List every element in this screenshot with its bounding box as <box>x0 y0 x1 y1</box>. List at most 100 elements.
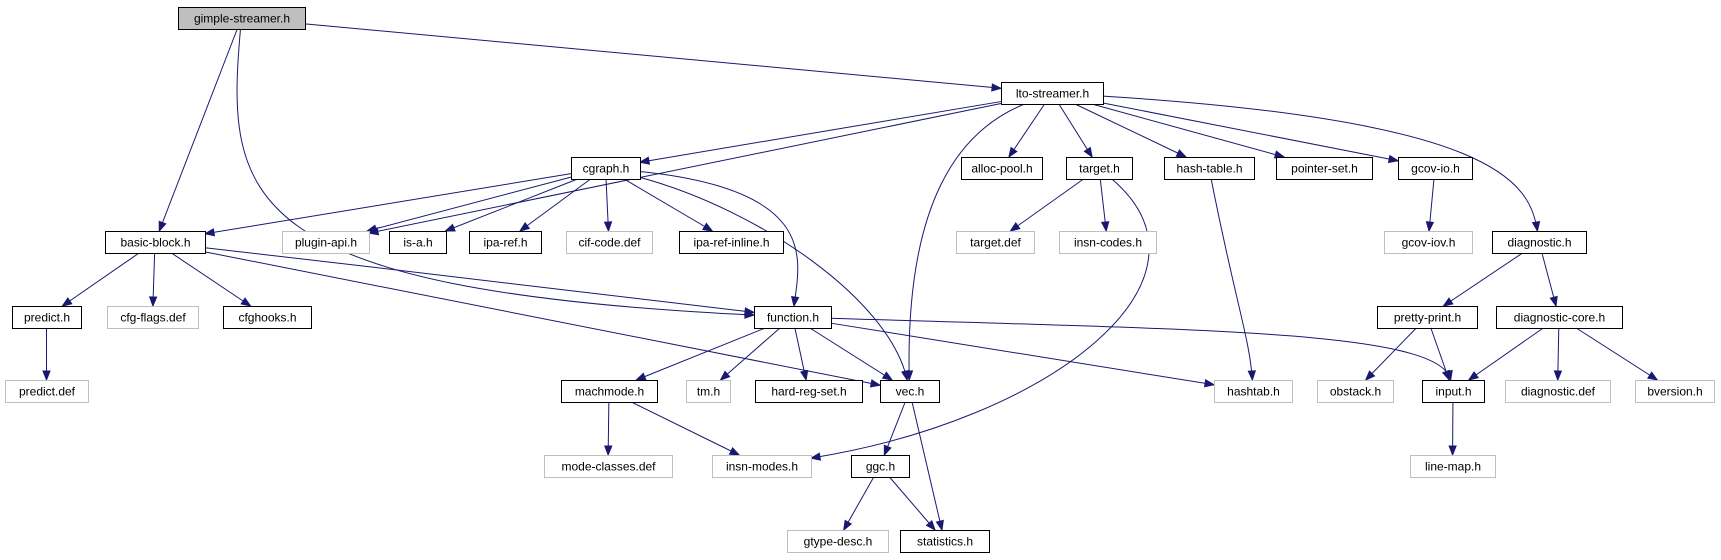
arrowhead-icon <box>1008 146 1018 159</box>
node-ipa-ref[interactable]: ipa-ref.h <box>469 231 542 254</box>
node-box[interactable] <box>561 380 658 403</box>
node-box[interactable] <box>5 380 89 403</box>
node-insn-modes[interactable]: insn-modes.h <box>712 455 812 478</box>
node-box[interactable] <box>566 231 653 254</box>
node-box[interactable] <box>880 380 940 403</box>
node-box[interactable] <box>1492 231 1587 254</box>
node-box[interactable] <box>1505 380 1611 403</box>
edge-line <box>1102 102 1399 162</box>
arrowhead-icon <box>1553 370 1563 382</box>
node-box[interactable] <box>282 231 370 254</box>
node-pretty-print[interactable]: pretty-print.h <box>1377 306 1478 329</box>
node-alloc-pool[interactable]: alloc-pool.h <box>961 157 1043 180</box>
node-gcov-io[interactable]: gcov-io.h <box>1398 157 1473 180</box>
node-lto-streamer[interactable]: lto-streamer.h <box>1001 82 1104 105</box>
arrowhead-icon <box>1448 445 1457 457</box>
node-box[interactable] <box>1422 380 1485 403</box>
node-box[interactable] <box>1496 306 1623 329</box>
node-diagnostic[interactable]: diagnostic.h <box>1492 231 1587 254</box>
node-basic-block[interactable]: basic-block.h <box>105 231 206 254</box>
node-label: insn-codes.h <box>1074 236 1142 250</box>
node-diagnostic-core[interactable]: diagnostic-core.h <box>1496 306 1623 329</box>
node-box[interactable] <box>755 380 863 403</box>
node-machmode[interactable]: machmode.h <box>561 380 658 403</box>
node-pointer-set[interactable]: pointer-set.h <box>1276 157 1373 180</box>
node-box[interactable] <box>851 455 910 478</box>
node-box[interactable] <box>107 306 199 329</box>
node-line-map[interactable]: line-map.h <box>1410 455 1496 478</box>
node-cif-code[interactable]: cif-code.def <box>566 231 653 254</box>
node-cgraph[interactable]: cgraph.h <box>571 157 641 180</box>
node-box[interactable] <box>961 157 1043 180</box>
node-box[interactable] <box>686 380 731 403</box>
node-ipa-ref-inline[interactable]: ipa-ref-inline.h <box>679 231 784 254</box>
node-box[interactable] <box>1384 231 1473 254</box>
node-target-def[interactable]: target.def <box>956 231 1035 254</box>
node-hard-reg-set[interactable]: hard-reg-set.h <box>755 380 863 403</box>
node-plugin-api[interactable]: plugin-api.h <box>282 231 370 254</box>
node-box[interactable] <box>1276 157 1373 180</box>
node-tm[interactable]: tm.h <box>686 380 731 403</box>
node-input[interactable]: input.h <box>1422 380 1485 403</box>
node-box[interactable] <box>469 231 542 254</box>
arrowhead-icon <box>1442 297 1454 307</box>
node-label: gimple-streamer.h <box>194 12 290 26</box>
node-box[interactable] <box>900 530 990 553</box>
node-box[interactable] <box>223 306 312 329</box>
node-gimple-streamer[interactable]: gimple-streamer.h <box>178 7 306 30</box>
edge-function-to-machmode <box>634 327 766 381</box>
node-box[interactable] <box>754 306 832 329</box>
node-box[interactable] <box>1377 306 1478 329</box>
node-gtype-desc[interactable]: gtype-desc.h <box>787 530 889 553</box>
edge-function-to-tm <box>719 327 781 381</box>
edge-diagnostic-to-diagnostic-core <box>1541 252 1558 308</box>
node-predict[interactable]: predict.h <box>12 306 82 329</box>
node-box[interactable] <box>787 530 889 553</box>
node-cfg-flags[interactable]: cfg-flags.def <box>107 306 199 329</box>
node-insn-codes[interactable]: insn-codes.h <box>1059 231 1157 254</box>
edge-diagnostic-to-pretty-print <box>1442 252 1523 307</box>
node-box[interactable] <box>1410 455 1496 478</box>
node-box[interactable] <box>105 231 206 254</box>
node-box[interactable] <box>1398 157 1473 180</box>
node-hashtab[interactable]: hashtab.h <box>1214 380 1293 403</box>
node-vec[interactable]: vec.h <box>880 380 940 403</box>
node-box[interactable] <box>178 7 306 30</box>
node-box[interactable] <box>389 231 447 254</box>
node-gcov-iov[interactable]: gcov-iov.h <box>1384 231 1473 254</box>
node-box[interactable] <box>12 306 82 329</box>
node-box[interactable] <box>1001 82 1104 105</box>
node-box[interactable] <box>1164 157 1255 180</box>
node-box[interactable] <box>956 231 1035 254</box>
node-cfghooks[interactable]: cfghooks.h <box>223 306 312 329</box>
edge-line <box>366 176 572 232</box>
node-box[interactable] <box>1059 231 1157 254</box>
node-box[interactable] <box>1635 380 1715 403</box>
node-box[interactable] <box>712 455 812 478</box>
node-box[interactable] <box>571 157 641 180</box>
arrowhead-icon <box>638 156 651 165</box>
node-is-a[interactable]: is-a.h <box>389 231 447 254</box>
arrowhead-icon <box>158 220 167 233</box>
node-target[interactable]: target.h <box>1066 157 1133 180</box>
node-ggc[interactable]: ggc.h <box>851 455 910 478</box>
node-box[interactable] <box>679 231 784 254</box>
node-box[interactable] <box>1214 380 1293 403</box>
node-box[interactable] <box>544 455 673 478</box>
arrowhead-icon <box>728 447 741 456</box>
node-diagnostic-def[interactable]: diagnostic.def <box>1505 380 1611 403</box>
node-box[interactable] <box>1317 380 1394 403</box>
edge-line <box>204 247 755 313</box>
node-mode-classes[interactable]: mode-classes.def <box>544 455 673 478</box>
edge-line <box>908 103 1025 381</box>
node-statistics[interactable]: statistics.h <box>900 530 990 553</box>
node-predict-def[interactable]: predict.def <box>5 380 89 403</box>
node-obstack[interactable]: obstack.h <box>1317 380 1394 403</box>
arrowhead-icon <box>809 452 822 461</box>
node-hash-table[interactable]: hash-table.h <box>1164 157 1255 180</box>
node-function[interactable]: function.h <box>754 306 832 329</box>
node-label: pointer-set.h <box>1291 162 1358 176</box>
node-box[interactable] <box>1066 157 1133 180</box>
arrowhead-icon <box>883 444 892 457</box>
node-bversion[interactable]: bversion.h <box>1635 380 1715 403</box>
